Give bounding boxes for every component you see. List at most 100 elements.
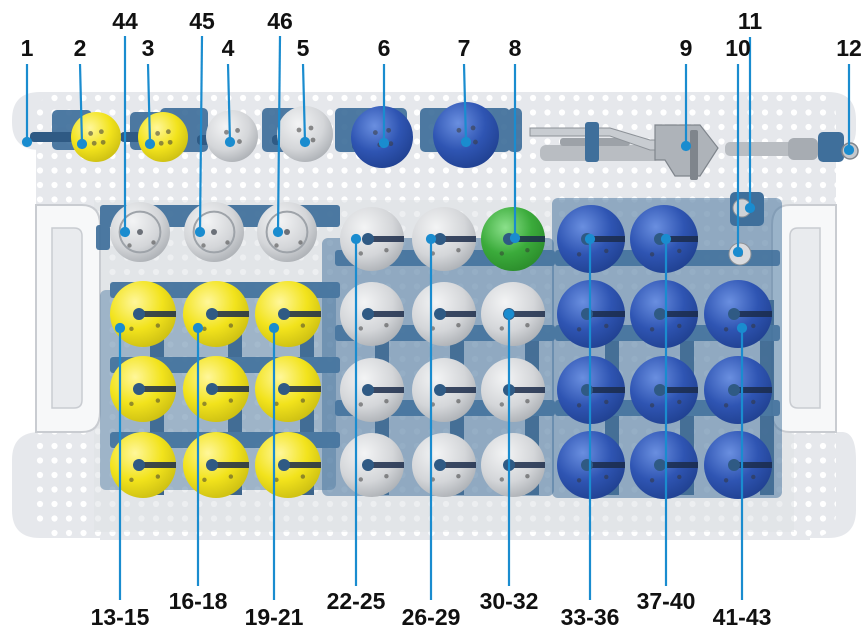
cup-hole <box>677 474 682 480</box>
cup-slot <box>507 236 545 242</box>
cup-slot <box>732 387 772 393</box>
cup-center <box>654 459 666 471</box>
ball-body <box>206 110 258 162</box>
cup-center <box>278 459 290 471</box>
label-26-29: 26-29 <box>401 604 461 630</box>
leader-line <box>146 63 152 145</box>
cup-hole <box>300 474 306 479</box>
cup-hole <box>129 477 134 483</box>
leader-dot <box>21 136 33 148</box>
label-2: 2 <box>73 35 87 61</box>
ball-hole <box>165 129 171 135</box>
cup-hole <box>677 248 682 254</box>
leader-dot <box>509 232 521 244</box>
cup-center <box>211 229 217 235</box>
cup-center <box>434 459 446 471</box>
leader-line <box>226 63 232 143</box>
cup-hole <box>358 326 363 331</box>
cup-grey <box>412 207 476 271</box>
cup-hole <box>274 477 279 483</box>
connector-bracket <box>818 132 844 162</box>
cup-hole <box>384 399 389 404</box>
cup-slot <box>585 462 625 468</box>
ball-hole <box>91 140 97 146</box>
cup-slot <box>210 462 249 468</box>
cup-center <box>206 308 218 320</box>
cup-hole <box>525 248 530 253</box>
cup-rim <box>192 210 236 254</box>
cup-hole <box>604 399 609 405</box>
ball-hole <box>456 127 462 133</box>
ball-hole <box>308 125 314 131</box>
cup-center <box>133 383 145 395</box>
label-30-32: 30-32 <box>479 588 539 614</box>
leader-dot <box>503 308 515 320</box>
cup-hole <box>456 248 461 253</box>
cup-hole <box>604 248 609 254</box>
cup-hole <box>604 323 609 329</box>
label-16-18: 16-18 <box>168 588 228 614</box>
cup-slot <box>282 462 321 468</box>
ball-2 <box>71 112 121 162</box>
label-4: 4 <box>221 35 235 61</box>
cup-grey <box>481 358 545 422</box>
cup-hole <box>604 474 609 480</box>
cup-hole <box>723 478 729 483</box>
leader-line <box>276 35 282 233</box>
cup-yellow <box>110 281 176 347</box>
cup-blue <box>630 280 698 348</box>
cup-slot <box>366 387 404 393</box>
ball-hole <box>470 125 476 131</box>
cup-center <box>133 308 145 320</box>
instrument-shaft <box>540 145 660 161</box>
cup-hole <box>298 240 303 245</box>
leader-line <box>78 63 84 145</box>
cup-grey <box>412 358 476 422</box>
label-10: 10 <box>725 35 751 61</box>
leader-line <box>198 35 204 233</box>
cup-center <box>137 229 143 235</box>
cup-hole <box>525 399 530 404</box>
cup-hole <box>525 323 530 328</box>
cup-hole <box>677 399 682 405</box>
leader-dot <box>224 136 236 148</box>
leader-dot <box>194 226 206 238</box>
cup-center <box>206 383 218 395</box>
cup-blue <box>704 280 772 348</box>
leader-dot <box>119 226 131 238</box>
cup-slot <box>732 462 772 468</box>
cup-hole <box>384 323 389 328</box>
label-8: 8 <box>508 35 522 61</box>
ball-hole <box>235 128 240 133</box>
cup-yellow <box>110 356 176 422</box>
leader-dot <box>744 202 756 214</box>
cup-slot <box>507 387 545 393</box>
cup-hole <box>751 474 756 480</box>
cup-hole <box>576 478 582 483</box>
cup-45 <box>184 202 244 262</box>
label-33-36: 33-36 <box>560 604 620 630</box>
cup-slot <box>366 462 404 468</box>
cup-hole <box>649 478 655 483</box>
label-11: 11 <box>737 8 763 34</box>
cup-hole <box>499 251 504 256</box>
rail <box>96 225 110 250</box>
cup-slot <box>438 462 476 468</box>
cup-slot <box>438 311 476 317</box>
cup-slot <box>210 311 249 317</box>
ball-hole <box>372 130 378 135</box>
leader-dot <box>144 138 156 150</box>
ball-hole <box>310 137 316 143</box>
leader-dot <box>680 140 692 152</box>
connector-shaft <box>725 142 795 156</box>
cup-yellow <box>255 281 321 347</box>
cup-hole <box>274 401 279 407</box>
cup-grey <box>340 433 404 497</box>
cup-slot <box>438 387 476 393</box>
label-7: 7 <box>457 35 471 61</box>
cup-grey <box>340 358 404 422</box>
cup-hole <box>202 326 207 332</box>
cup-slot <box>282 386 321 392</box>
cup-hole <box>151 240 156 245</box>
ball-body <box>138 112 188 162</box>
